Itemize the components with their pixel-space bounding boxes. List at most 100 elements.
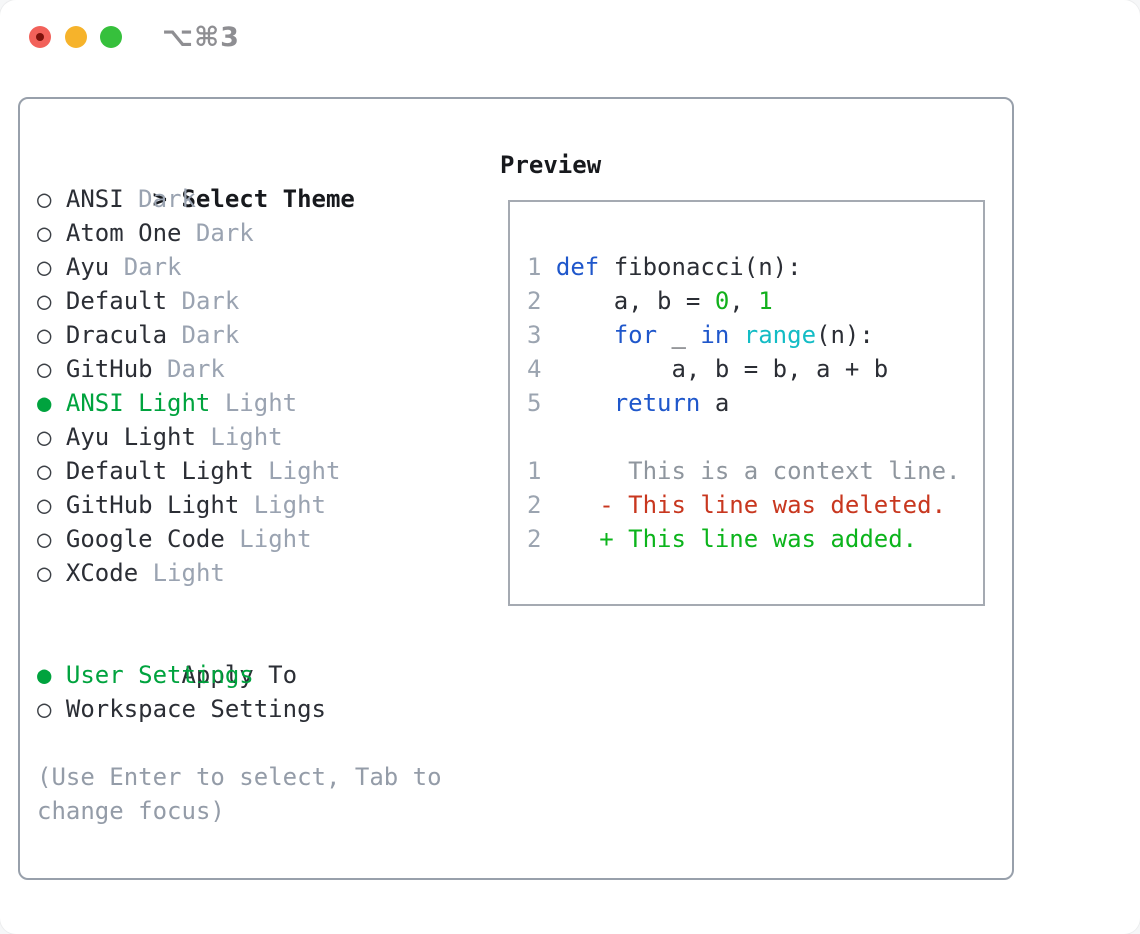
line-number: 5 xyxy=(527,389,542,417)
theme-picker-panel: >Select Theme ○ANSI Dark○Atom One Dark○A… xyxy=(18,97,1014,880)
radio-icon: ○ xyxy=(37,423,52,451)
code-token-plain: a xyxy=(700,389,730,417)
radio-selected-icon: ● xyxy=(37,389,52,417)
apply-to-header: Apply To xyxy=(37,624,469,689)
help-text: (Use Enter to select, Tab to change focu… xyxy=(37,763,442,825)
window-hotkey-label: ⌥⌘3 xyxy=(162,22,240,53)
theme-variant: Dark xyxy=(181,219,254,247)
code-token-context: This is a context line. xyxy=(555,457,961,485)
theme-option-github-dark[interactable]: ○ GitHub Dark xyxy=(37,352,469,386)
code-token-keyword: in xyxy=(700,321,730,349)
theme-option-ayu-dark[interactable]: ○ Ayu Dark xyxy=(37,250,469,284)
theme-variant: Light xyxy=(138,559,225,587)
code-token-plain: (n): xyxy=(816,321,874,349)
line-number: 1 xyxy=(527,253,542,281)
code-token-number: 0 xyxy=(714,287,730,315)
spacer xyxy=(37,726,469,760)
theme-option-ayu-light-light[interactable]: ○Ayu Light Light xyxy=(37,420,469,454)
code-line: 3 for _ in range(n): xyxy=(527,318,983,352)
zoom-button[interactable] xyxy=(100,26,122,48)
theme-name: Atom One xyxy=(65,219,182,247)
radio-icon: ○ xyxy=(37,491,52,519)
theme-variant: Dark xyxy=(152,355,225,383)
code-token-plain: _ xyxy=(657,321,701,349)
diff-line-context: 1 This is a context line. xyxy=(527,454,983,488)
theme-name: GitHub Light xyxy=(65,491,240,519)
theme-option-dracula-dark[interactable]: ○ Dracula Dark xyxy=(37,318,469,352)
panel-title: Select Theme xyxy=(181,185,355,213)
theme-variant: Light xyxy=(210,389,298,417)
apply-option-user-settings[interactable]: ●User Settings xyxy=(37,658,469,692)
line-number: 2 xyxy=(527,525,542,553)
apply-option-label: Workspace Settings xyxy=(65,695,326,723)
theme-name: Google Code xyxy=(65,525,225,553)
code-token-number: 1 xyxy=(758,287,773,315)
code-token-added: + This line was added. xyxy=(555,525,918,553)
theme-option-github-light-light[interactable]: ○ GitHub Light Light xyxy=(37,488,469,522)
theme-option-ansi-light-light[interactable]: ● ANSI Light Light xyxy=(37,386,469,420)
preview-header: Preview xyxy=(500,151,602,179)
theme-panel-left-column: >Select Theme ○ANSI Dark○Atom One Dark○A… xyxy=(37,148,469,828)
code-token-keyword: def xyxy=(555,253,600,281)
theme-variant: Dark xyxy=(123,185,196,213)
theme-name: ANSI Light xyxy=(65,389,211,417)
apply-to-title: Apply To xyxy=(181,661,298,689)
theme-variant: Light xyxy=(239,491,326,519)
code-token-plain xyxy=(556,389,614,417)
theme-name: Ayu xyxy=(65,253,110,281)
diff-line-added: 2 + This line was added. xyxy=(527,522,983,556)
theme-option-google-code-light[interactable]: ○Google Code Light xyxy=(37,522,469,556)
code-token-keyword: for xyxy=(613,321,658,349)
code-token-plain: fibonacci(n): xyxy=(599,253,802,281)
diff-line-blank xyxy=(527,420,983,454)
theme-option-default-light-light[interactable]: ○ Default Light Light xyxy=(37,454,469,488)
theme-variant: Light xyxy=(195,423,283,451)
radio-icon: ○ xyxy=(37,321,52,349)
radio-icon: ○ xyxy=(37,185,52,213)
radio-icon: ○ xyxy=(37,457,52,485)
theme-name: ANSI xyxy=(65,185,124,213)
prompt-icon: > xyxy=(152,185,168,213)
radio-icon: ○ xyxy=(37,287,52,315)
theme-option-ansi-dark[interactable]: ○ ANSI Dark xyxy=(37,182,469,216)
code-line: 5 return a xyxy=(527,386,983,420)
theme-option-atom-one-dark[interactable]: ○ Atom One Dark xyxy=(37,216,469,250)
theme-variant: Dark xyxy=(167,321,240,349)
theme-list: ○ ANSI Dark ○ Atom One Dark ○ Ayu Dark ○ Defaul… xyxy=(37,182,469,590)
minimize-button[interactable] xyxy=(65,26,87,48)
spacer xyxy=(37,590,469,624)
line-number: 1 xyxy=(527,457,542,485)
radio-selected-icon: ● xyxy=(37,661,52,689)
code-token-builtin: range xyxy=(743,321,817,349)
theme-option-default-dark[interactable]: ○ Default Dark xyxy=(37,284,469,318)
theme-variant: Light xyxy=(253,457,341,485)
code-line: 2 a, b = 0, 1 xyxy=(527,284,983,318)
theme-variant: Dark xyxy=(109,253,182,281)
theme-name: GitHub xyxy=(65,355,153,383)
line-number: 2 xyxy=(527,491,542,519)
code-token-plain: , xyxy=(729,287,759,315)
code-line: 4 a, b = b, a + b xyxy=(527,352,983,386)
radio-icon: ○ xyxy=(37,219,52,247)
diff-line-deleted: 2 - This line was deleted. xyxy=(527,488,983,522)
theme-name: Default Light xyxy=(65,457,254,485)
line-number: 2 xyxy=(527,287,542,315)
theme-variant: Dark xyxy=(167,287,240,315)
radio-icon: ○ xyxy=(37,253,52,281)
close-button[interactable] xyxy=(29,26,51,48)
apply-option-workspace-settings[interactable]: ○ Workspace Settings xyxy=(37,692,469,726)
code-token-plain: a, b = xyxy=(555,287,715,315)
radio-icon: ○ xyxy=(37,355,52,383)
radio-icon: ○ xyxy=(37,695,52,723)
radio-icon: ○ xyxy=(37,559,52,587)
theme-name: Dracula xyxy=(65,321,168,349)
code-token-plain xyxy=(729,321,743,349)
code-token-deleted: - This line was deleted. xyxy=(555,491,947,519)
code-token-plain: a, b = b, a + b xyxy=(555,355,889,383)
theme-variant: Light xyxy=(224,525,312,553)
theme-option-xcode-light[interactable]: ○XCode Light xyxy=(37,556,469,590)
theme-name: Default xyxy=(65,287,168,315)
